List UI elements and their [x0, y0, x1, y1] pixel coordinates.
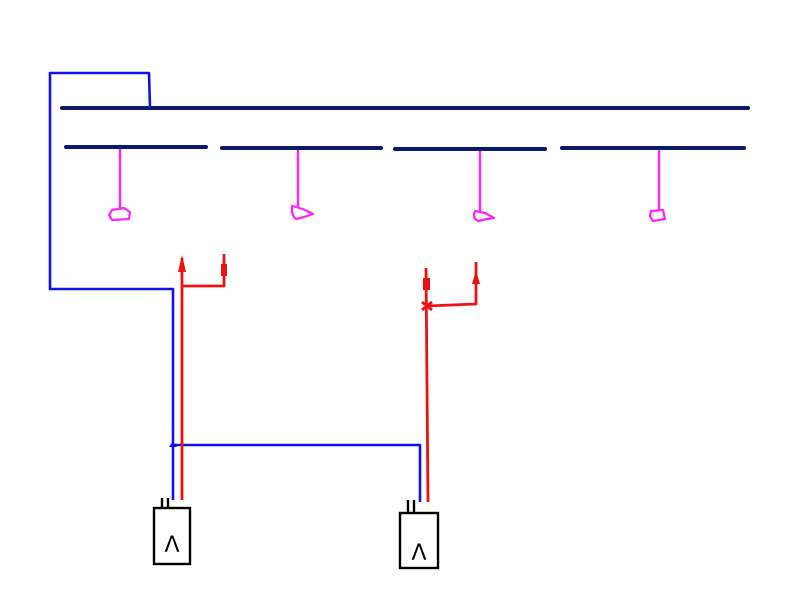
red-arrow-right: [472, 270, 480, 284]
red-branch-left: [182, 254, 226, 288]
head-2: [290, 204, 315, 221]
blue-junction-arrow: [169, 441, 177, 447]
red-riser-right: [424, 267, 430, 503]
unit-2-symbol: Λ: [411, 541, 426, 566]
red-junction-right: [421, 300, 433, 312]
red-valve-right: [423, 278, 430, 290]
head-4: [648, 208, 667, 223]
head-1: [107, 206, 132, 222]
unit-1: Λ: [152, 498, 192, 566]
unit-2: Λ: [398, 500, 440, 570]
blue-cross-line: [173, 443, 422, 502]
red-arrow-left-1: [178, 255, 186, 272]
head-3: [472, 209, 496, 223]
red-valve-left: [221, 264, 227, 276]
unit-1-symbol: Λ: [164, 533, 179, 558]
blue-loop-line: [48, 71, 175, 500]
red-branch-right: [426, 262, 478, 308]
